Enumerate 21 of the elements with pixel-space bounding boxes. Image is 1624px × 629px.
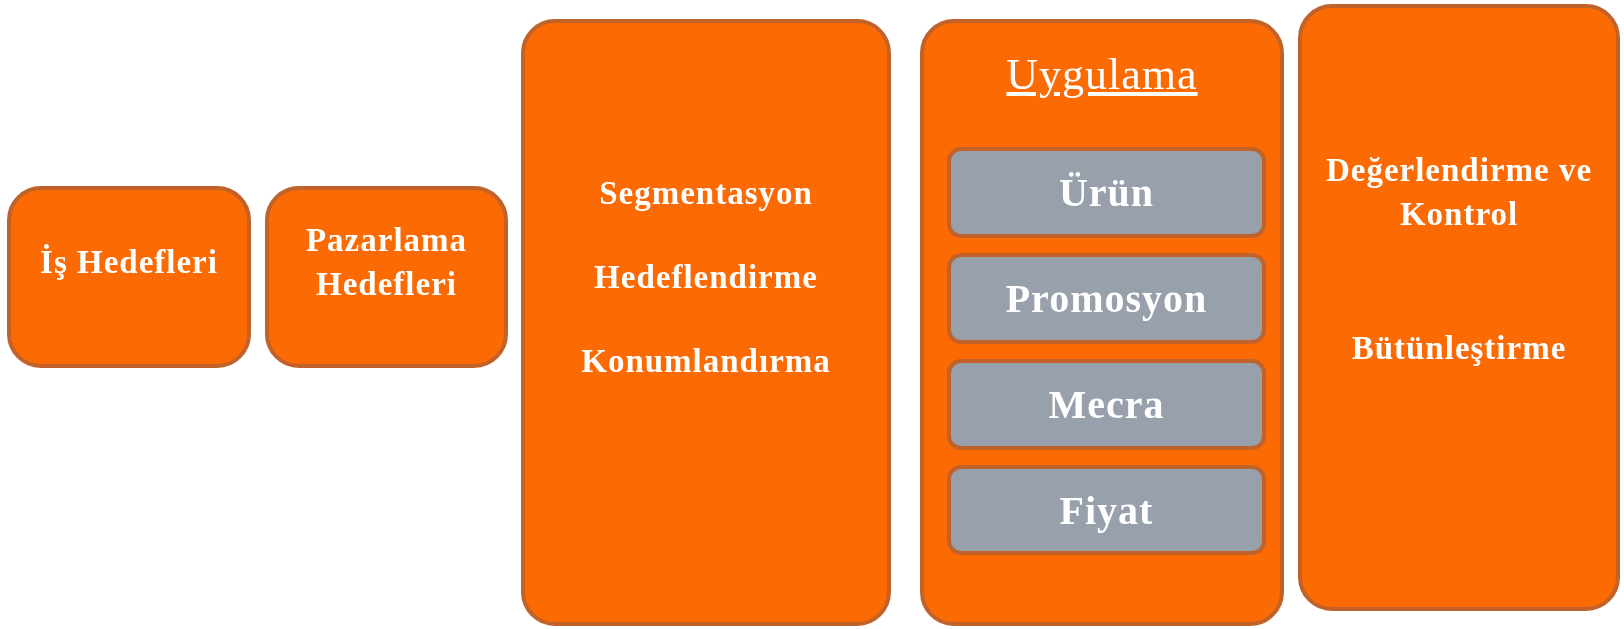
stage-label: Konumlandırma xyxy=(580,342,832,381)
stage-label: İş Hedefleri xyxy=(39,243,219,282)
panel-heading: Uygulama xyxy=(1005,53,1199,97)
stage-label: Bütünleştirme xyxy=(1350,329,1568,368)
stage-label: Değerlendirme ve Kontrol xyxy=(1324,151,1594,234)
stage-box xyxy=(265,186,508,368)
item-box xyxy=(947,253,1266,344)
stage-label: Hedeflendirme xyxy=(593,258,819,297)
stage-label: Fiyat xyxy=(1059,486,1154,534)
stage-label: Promosyon xyxy=(1005,275,1208,322)
item-box xyxy=(947,359,1266,450)
stage-box xyxy=(1298,4,1620,611)
item-box xyxy=(947,147,1266,238)
group-panel xyxy=(920,19,1284,626)
stage-label: Segmentasyon xyxy=(598,174,814,213)
stage-label: Mecra xyxy=(1048,381,1165,428)
stage-box xyxy=(521,19,891,626)
stage-label: Pazarlama Hedefleri xyxy=(304,221,469,304)
item-box xyxy=(947,465,1266,555)
stage-box xyxy=(7,186,251,368)
stage-label: Ürün xyxy=(1058,169,1155,216)
